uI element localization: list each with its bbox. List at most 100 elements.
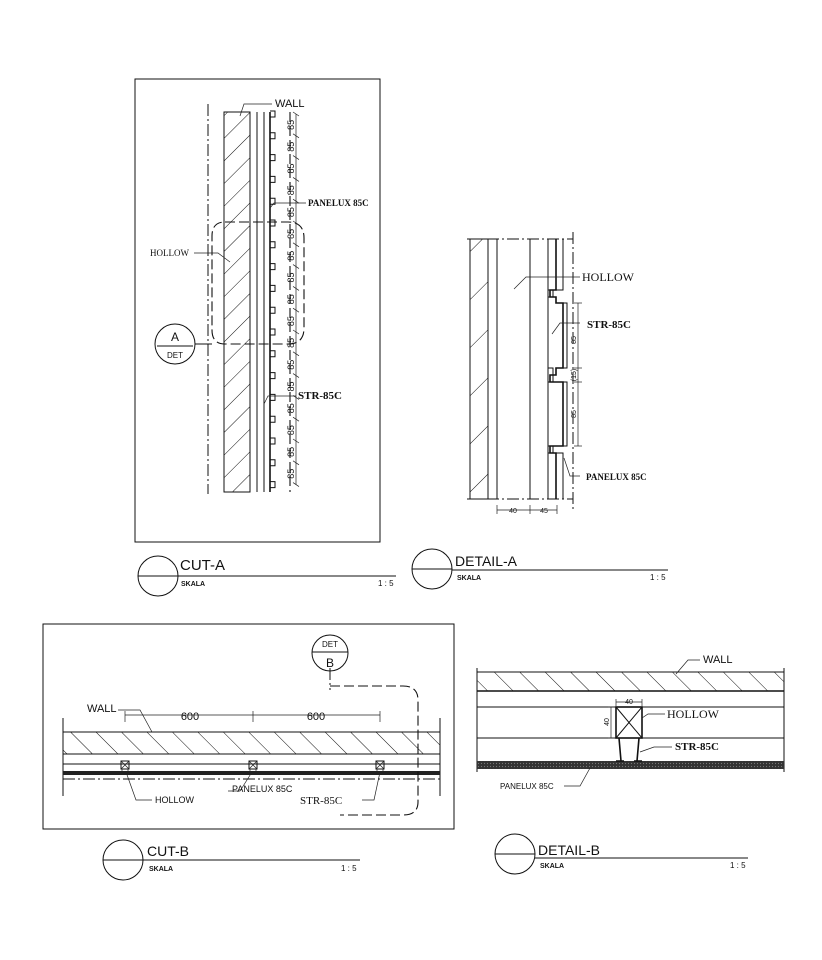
cut-a-title-block: CUT-A SKALA 1 : 5 <box>137 555 396 597</box>
detail-a-str-label: STR-85C <box>587 319 631 331</box>
cut-a-dim-label: 85 <box>286 338 296 348</box>
panel-joint <box>270 393 276 401</box>
cut-a-dim-label: 85 <box>286 316 296 326</box>
cut-a-dim-label: 85 <box>286 381 296 391</box>
cut-a-dim-label: 85 <box>286 207 296 217</box>
cut-a-scale: 1 : 5 <box>378 579 394 588</box>
cut-b-scale: 1 : 5 <box>341 864 357 873</box>
cut-a-dim-label: 85 <box>286 425 296 435</box>
panel-joint <box>270 263 276 271</box>
detail-a-vertical-dims: 85 (15) 85 <box>571 302 582 447</box>
detail-b-scale: 1 : 5 <box>730 861 746 870</box>
cut-a-hollow-label: HOLLOW <box>150 248 189 258</box>
cut-a-scale-label: SKALA <box>181 581 205 588</box>
cut-a-dim-label: 85 <box>286 120 296 130</box>
panel-joint <box>270 110 276 118</box>
detail-b-wall <box>476 671 785 692</box>
cut-a-callout-letter: A <box>171 330 179 344</box>
detail-b-panel <box>477 761 784 769</box>
cut-a-wall-label: WALL <box>275 98 305 110</box>
cut-b-panelux-label: PANELUX 85C <box>232 784 293 794</box>
detail-a-dim-3: 85 <box>571 410 578 418</box>
cut-b-drawing: 600 600 DET B WALL HOLLOW PANELUX 85C ST… <box>42 623 455 830</box>
detail-a-width-2: 45 <box>540 508 548 515</box>
cut-a-dim-label: 85 <box>286 185 296 195</box>
hollow-marker <box>120 760 130 771</box>
cut-a-dim-label: 85 <box>286 403 296 413</box>
cut-a-callout-sub: DET <box>167 351 183 360</box>
cut-a-panel-joints <box>270 110 276 489</box>
cut-b-str-label: STR-85C <box>300 795 342 807</box>
cut-a-str-label: STR-85C <box>298 390 342 402</box>
panel-joint <box>270 241 276 249</box>
cut-a-dim-label: 85 <box>286 272 296 282</box>
detail-a-scale-label: SKALA <box>457 575 481 582</box>
detail-b-dim-h: 40 <box>604 718 611 726</box>
cut-b-wall-label: WALL <box>87 703 117 715</box>
panel-joint <box>270 175 276 183</box>
detail-b-scale-label: SKALA <box>540 863 564 870</box>
cut-b-title-block: CUT-B SKALA 1 : 5 <box>102 839 360 881</box>
cut-a-title: CUT-A <box>180 557 225 574</box>
cut-a-wall <box>223 111 251 493</box>
detail-a-title: DETAIL-A <box>455 553 518 569</box>
cut-b-hollow-markers <box>120 760 385 771</box>
detail-a-width-1: 40 <box>509 508 517 515</box>
cut-a-dim-label: 85 <box>286 142 296 152</box>
panel-joint <box>270 306 276 314</box>
panel-joint <box>270 415 276 423</box>
detail-b-dim-w: 40 <box>625 699 633 706</box>
panel-joint <box>270 437 276 445</box>
detail-a-dim-2: (15) <box>571 369 578 381</box>
cut-b-detail-region <box>330 685 419 816</box>
cut-a-dim-label: 85 <box>286 229 296 239</box>
cut-b-dim-2: 600 <box>307 711 325 723</box>
cut-b-frame <box>42 623 455 830</box>
detail-a-hollow-label: HOLLOW <box>582 270 635 284</box>
detail-b-title-block: DETAIL-B SKALA 1 : 5 <box>494 833 748 875</box>
detail-a-dim-1: 85 <box>571 336 578 344</box>
cut-a-frame <box>134 78 381 543</box>
hollow-marker <box>375 760 385 771</box>
cut-a-dim-label: 85 <box>286 469 296 479</box>
cut-a-detail-region <box>211 221 305 345</box>
cut-a-dim-label: 85 <box>286 447 296 457</box>
detail-a-horizontal-dims: 40 45 <box>496 505 558 515</box>
panel-joint <box>270 328 276 336</box>
detail-b-str-label: STR-85C <box>675 741 719 753</box>
detail-a-title-block: DETAIL-A SKALA 1 : 5 <box>411 548 668 590</box>
panel-joint <box>270 481 276 489</box>
cut-a-dim-label: 85 <box>286 251 296 261</box>
detail-a-wall <box>469 238 489 500</box>
detail-a-panelux-label: PANELUX 85C <box>586 472 647 482</box>
cut-b-callout-letter: B <box>326 656 334 670</box>
panel-joint <box>270 219 276 227</box>
panel-joint <box>270 197 276 205</box>
panel-joint <box>270 284 276 292</box>
cut-a-dim-label: 85 <box>286 163 296 173</box>
cut-a-detail-callout: A DET <box>154 323 212 365</box>
detail-a-scale: 1 : 5 <box>650 573 666 582</box>
detail-b-drawing: 40 40 WALL HOLLOW STR-85C PANELUX 85C <box>476 654 785 791</box>
detail-b-hollow <box>615 706 643 739</box>
detail-a-panel-profile <box>549 239 564 499</box>
hollow-marker <box>248 760 258 771</box>
cut-b-title: CUT-B <box>147 843 189 859</box>
detail-b-clip <box>616 737 642 762</box>
panel-joint <box>270 372 276 380</box>
cut-b-dimensions: 600 600 <box>124 711 381 723</box>
cut-a-dim-label: 85 <box>286 294 296 304</box>
detail-b-dimensions: 40 40 <box>604 699 643 739</box>
detail-b-panelux-label: PANELUX 85C <box>500 782 554 791</box>
panel-joint <box>270 132 276 140</box>
cut-b-hollow-label: HOLLOW <box>155 795 195 805</box>
detail-b-title: DETAIL-B <box>538 842 600 858</box>
panel-joint <box>270 154 276 162</box>
cut-b-wall <box>62 731 441 755</box>
cut-a-panelux-label: PANELUX 85C <box>308 198 369 208</box>
detail-b-hollow-label: HOLLOW <box>667 707 720 721</box>
detail-b-wall-label: WALL <box>703 654 733 666</box>
